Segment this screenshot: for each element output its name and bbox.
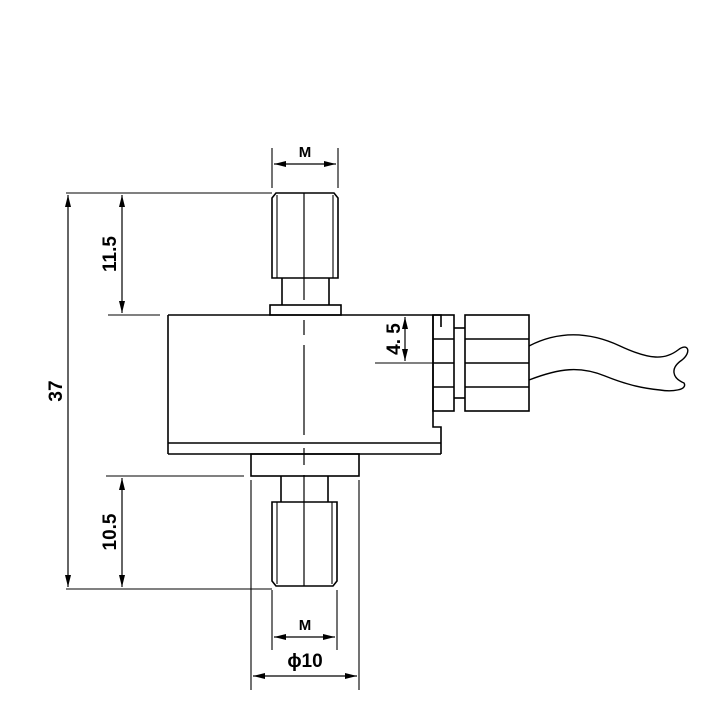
cable-connector [432,314,530,412]
dimension-lines [65,161,408,679]
top-threaded-stud [269,192,342,316]
bottom-stud-length-label: 10.5 [100,513,121,550]
cable [528,334,689,392]
bottom-threaded-stud [250,453,360,587]
body-diameter-label: ϕ10 [287,651,322,672]
connector-offset-label: 4. 5 [384,323,405,355]
top-thread-label: M [299,144,312,161]
overall-height-label: 37 [46,380,67,401]
top-stud-length-label: 11.5 [100,236,121,272]
bottom-thread-label: M [299,617,312,634]
extension-lines [66,148,433,690]
